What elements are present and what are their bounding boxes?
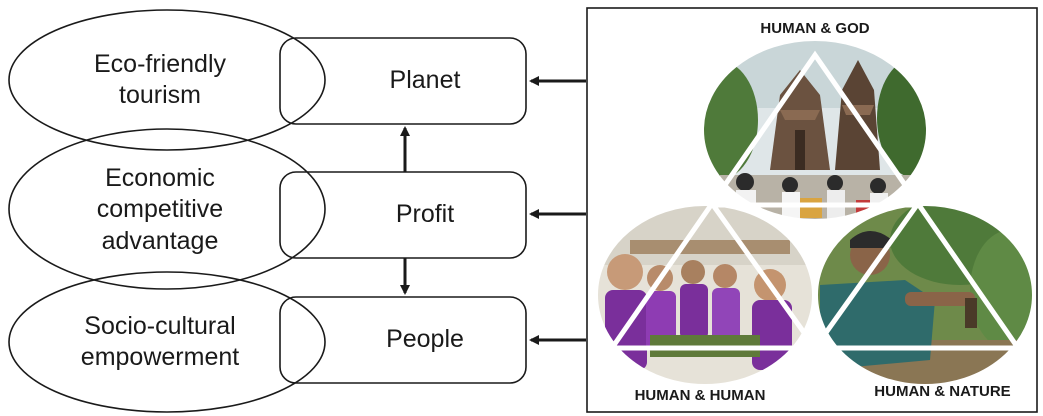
economic-competitive-advantage-label: Economic competitive advantage [96, 164, 224, 255]
eco-friendly-tourism-label: Eco-friendly tourism [94, 49, 226, 109]
profit-box [279, 171, 527, 259]
people-box [279, 296, 527, 384]
people-label: People [386, 325, 464, 354]
human-human-caption: HUMAN & HUMAN [634, 387, 766, 404]
human-nature-caption: HUMAN & NATURE [874, 383, 1011, 400]
socio-cultural-ellipse [8, 271, 326, 413]
eco-friendly-ellipse [8, 9, 326, 151]
human-god-caption: HUMAN & GOD [760, 20, 870, 37]
planet-box [279, 37, 527, 125]
planet-label: Planet [389, 66, 461, 95]
human-human-photo [597, 205, 813, 385]
profit-label: Profit [395, 200, 455, 229]
human-god-photo [703, 40, 927, 220]
economic-ellipse [8, 128, 326, 290]
socio-cultural-empowerment-label: Socio-cultural empowerment [80, 311, 240, 371]
